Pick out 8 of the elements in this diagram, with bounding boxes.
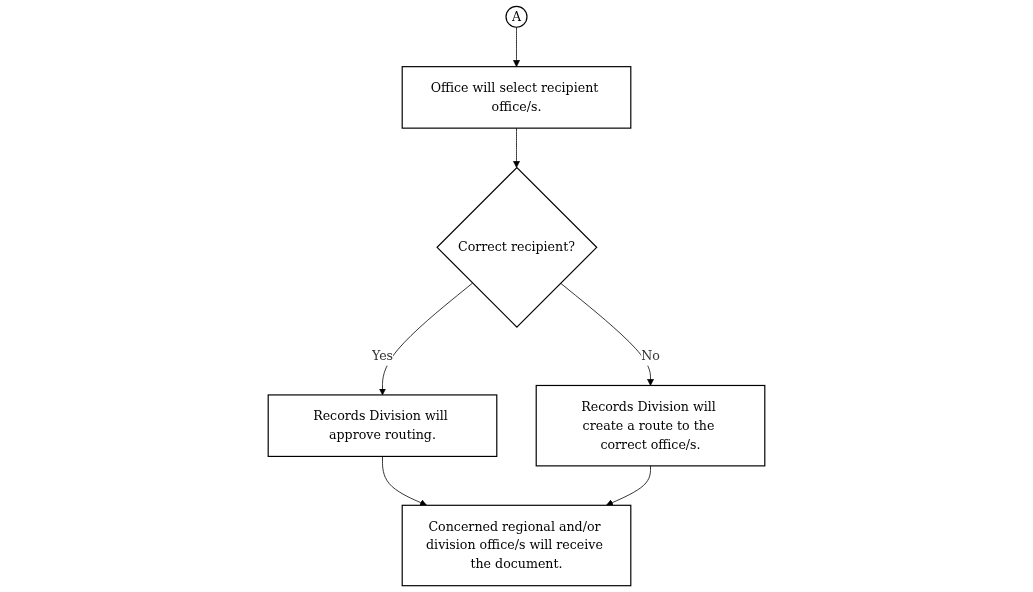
node-box: Records Division will create a route to the correct office/s. <box>535 384 766 467</box>
edge-label: No <box>641 348 660 364</box>
node-box: Office will select recipient office/s. <box>401 66 632 129</box>
node-diamond: Correct recipient? <box>436 166 598 328</box>
node-box: Concerned regional and/or division office/s will receive the document. <box>401 504 632 587</box>
edge-label: Yes <box>371 348 394 364</box>
node-circle: A <box>505 5 528 28</box>
node-box: Records Division will approve routing. <box>267 394 498 457</box>
